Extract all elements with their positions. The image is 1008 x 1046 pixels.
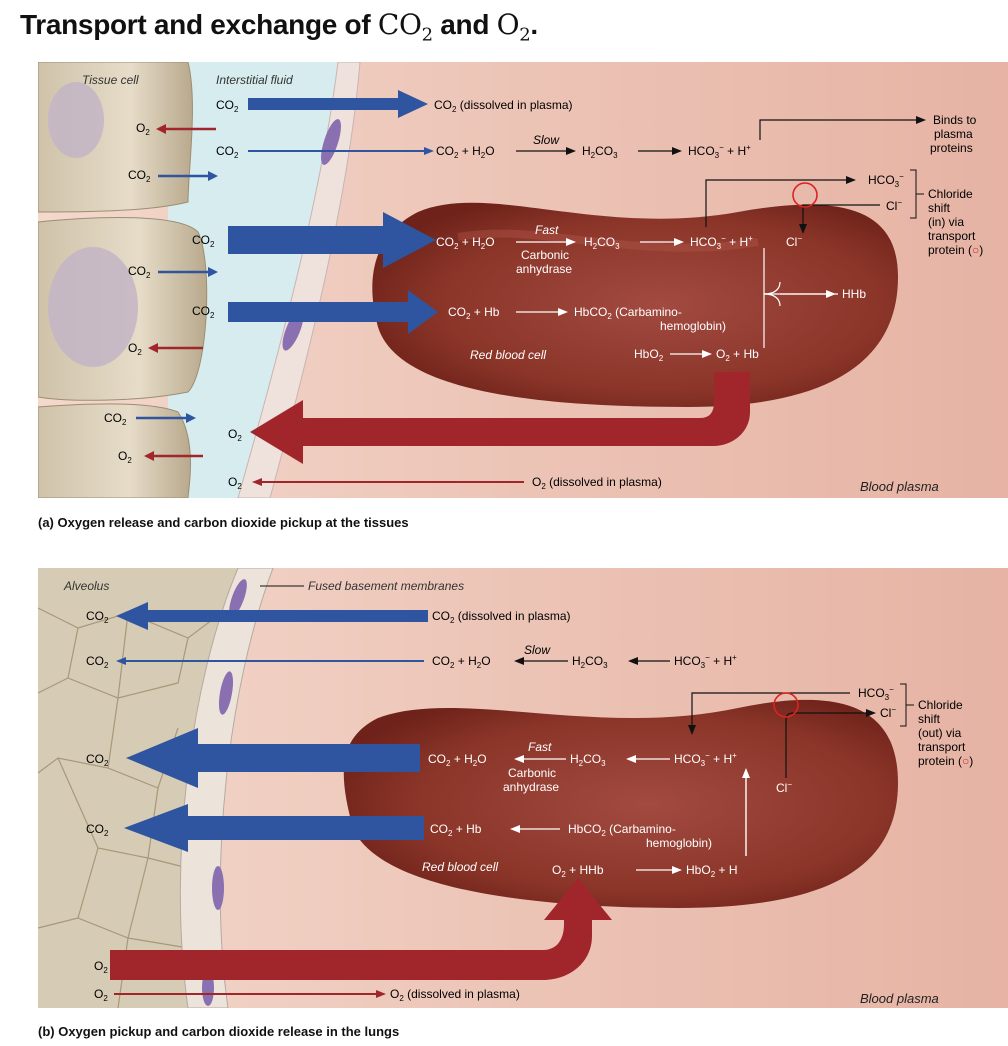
- hco3-fast: HCO3− + H+: [690, 234, 753, 251]
- reaction-fast: CO2 + H2O: [436, 235, 495, 251]
- hco3-fast: HCO3− + H+: [674, 751, 737, 768]
- hco3-right: HCO3−: [868, 172, 904, 189]
- co2-label: CO2: [86, 822, 109, 838]
- interstitial-fluid-label: Interstitial fluid: [216, 73, 293, 87]
- transport-protein-icon: [773, 692, 799, 718]
- co2-label: CO2: [128, 264, 151, 280]
- carbonic-label: Carbonic: [508, 766, 556, 780]
- fast-label: Fast: [535, 223, 559, 237]
- h2co3-text: H2CO3: [572, 654, 608, 670]
- hbo2-h: HbO2 + H: [686, 863, 738, 879]
- h2co3-text: H2CO3: [582, 144, 618, 160]
- panel-a-tissues: Tissue cell Interstitial fluid Blood pla…: [38, 62, 1008, 498]
- chloride-text-3: (in) via: [928, 215, 964, 229]
- hco3-right: HCO3−: [858, 685, 894, 702]
- co2-dissolved-text: CO2 (dissolved in plasma): [432, 609, 571, 625]
- co2-dissolved-arrow: [248, 90, 428, 118]
- co2-hb-arrow: [124, 804, 424, 852]
- panel-b-lungs: Alveolus Fused basement membranes Blood …: [38, 568, 1008, 1008]
- hhb-label: HHb: [842, 287, 866, 301]
- chloride-text-4: transport: [918, 740, 966, 754]
- blood-plasma-label: Blood plasma: [860, 479, 939, 494]
- slow-label: Slow: [524, 643, 551, 657]
- co2-label: CO2: [192, 304, 215, 320]
- transport-protein-icon: [792, 182, 818, 208]
- o2-dissolved-text: O2 (dissolved in plasma): [390, 987, 520, 1003]
- binds-text-2: plasma: [934, 127, 973, 141]
- co2-fast-arrow: [126, 728, 420, 788]
- co2-dissolved-arrow: [116, 602, 428, 630]
- h2co3-fast: H2CO3: [584, 235, 620, 251]
- h2co3-fast: H2CO3: [570, 752, 606, 768]
- co2-label: CO2: [216, 98, 239, 114]
- o2-pickup-arrow: [110, 878, 612, 980]
- tissue-cell-label: Tissue cell: [82, 73, 139, 87]
- reaction-fast: CO2 + H2O: [428, 752, 487, 768]
- anhydrase-label: anhydrase: [503, 780, 559, 794]
- caption-a: (a) Oxygen release and carbon dioxide pi…: [38, 515, 409, 530]
- alveolus-label: Alveolus: [63, 579, 109, 593]
- red-blood-cell-label: Red blood cell: [470, 348, 546, 362]
- o2-release-arrow: [250, 372, 750, 464]
- co2-label: CO2: [86, 752, 109, 768]
- co2-fast-arrow: [228, 212, 436, 268]
- chloride-text: Chloride: [918, 698, 963, 712]
- fast-label: Fast: [528, 740, 552, 754]
- carbamino-label: hemoglobin): [646, 836, 712, 850]
- co2-hb-arrow: [228, 290, 438, 334]
- hbco2: HbCO2 (Carbamino-: [568, 822, 676, 838]
- chloride-text-5: protein (○): [918, 754, 973, 768]
- hco3-text: HCO3− + H+: [688, 143, 751, 160]
- red-blood-cell-label: Red blood cell: [422, 860, 498, 874]
- caption-b: (b) Oxygen pickup and carbon dioxide rel…: [38, 1024, 400, 1039]
- co2-dissolved-text: CO2 (dissolved in plasma): [434, 98, 573, 114]
- o2-hb: O2 + Hb: [716, 347, 759, 363]
- o2-hhb: O2 + HHb: [552, 863, 604, 879]
- chloride-text-2: shift: [928, 201, 951, 215]
- binds-text-3: proteins: [930, 141, 973, 155]
- fused-membranes-label: Fused basement membranes: [308, 579, 464, 593]
- co2-label: CO2: [86, 609, 109, 625]
- co2-label: CO2: [192, 233, 215, 249]
- co2-label: CO2: [128, 168, 151, 184]
- chloride-text: Chloride: [928, 187, 973, 201]
- co2-hb: CO2 + Hb: [430, 822, 482, 838]
- o2-dissolved-text: O2 (dissolved in plasma): [532, 475, 662, 491]
- carbamino-label: hemoglobin): [660, 319, 726, 333]
- binds-text: Binds to: [933, 113, 977, 127]
- reaction-slow: CO2 + H2O: [432, 654, 491, 670]
- chloride-text-3: (out) via: [918, 726, 962, 740]
- figure-title: Transport and exchange of CO2 and O2.: [20, 8, 538, 46]
- hco3-text: HCO3− + H+: [674, 653, 737, 670]
- co2-label: CO2: [216, 144, 239, 160]
- chloride-text-2: shift: [918, 712, 941, 726]
- chloride-text-4: transport: [928, 229, 976, 243]
- hbo2: HbO2: [634, 347, 664, 363]
- hbco2: HbCO2 (Carbamino-: [574, 305, 682, 321]
- anhydrase-label: anhydrase: [516, 262, 572, 276]
- co2-label: CO2: [86, 654, 109, 670]
- blood-plasma-label: Blood plasma: [860, 991, 939, 1006]
- slow-label: Slow: [533, 133, 560, 147]
- reaction-slow: CO2 + H2O: [436, 144, 495, 160]
- co2-hb: CO2 + Hb: [448, 305, 500, 321]
- carbonic-label: Carbonic: [521, 248, 569, 262]
- co2-label: CO2: [104, 411, 127, 427]
- chloride-text-5: protein (○): [928, 243, 983, 257]
